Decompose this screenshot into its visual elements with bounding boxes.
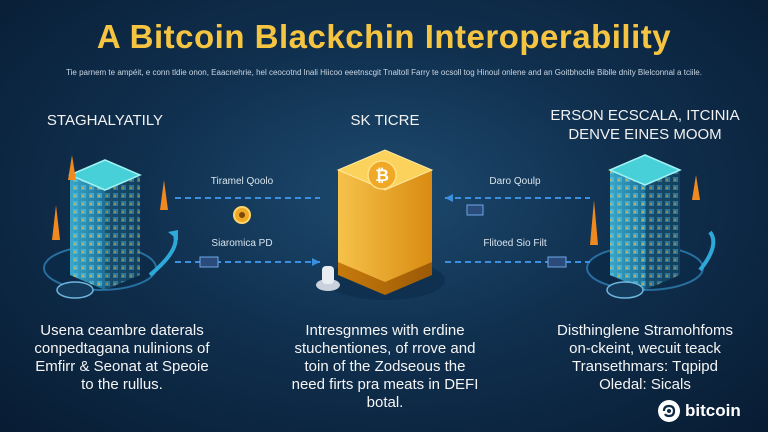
- right-column-heading: ERSON ECSCALA, ITCINIA DENVE EINES MOOM: [530, 106, 760, 144]
- flow-connectors: [175, 194, 590, 268]
- bitcoin-logo: bitcoin: [658, 398, 741, 424]
- center-desc-line: toin of the Zodseous the: [304, 358, 466, 375]
- center-bitcoin-tower: ₿: [316, 149, 445, 300]
- right-desc-line: Disthinglene Stramohfoms: [557, 322, 733, 339]
- flow-label-left-top: Tiramel Qoolo: [210, 176, 274, 187]
- center-desc-line: Intresgnmes with erdine: [305, 322, 465, 339]
- left-blockchain-tower: [43, 155, 178, 299]
- flow-label-left-bottom: Siaromica PD: [211, 238, 273, 249]
- right-heading-line-1: ERSON ECSCALA, ITCINIA: [550, 107, 740, 124]
- flow-label-right-bottom: Flitoed Sio Filt: [483, 238, 547, 249]
- left-desc-line: Usena ceambre daterals: [40, 322, 204, 339]
- right-heading-line-2: DENVE EINES MOOM: [568, 126, 722, 143]
- center-heading-line: SK TICRE: [350, 112, 420, 129]
- right-column-description: Disthinglene Stramohfoms on-ckeint, wecu…: [540, 322, 750, 394]
- center-desc-line: stuchentiones, of rrove and: [294, 340, 476, 357]
- right-desc-line: on-ckeint, wecuit teack: [569, 340, 721, 357]
- right-blockchain-tower: [586, 154, 716, 299]
- left-desc-line: to the rullus.: [81, 376, 163, 393]
- flow-label-right-top: Daro Qoulp: [489, 176, 541, 187]
- bitcoin-icon: [658, 400, 680, 422]
- right-desc-line: Transethmars: Tqpipd: [572, 358, 718, 375]
- center-desc-line: need firts pra meats in DEFI: [291, 376, 479, 393]
- left-desc-line: Emfirr & Seonat at Speoie: [35, 358, 209, 375]
- page-subtitle: Tie parnem te ampéit, e conn tldie onon,…: [66, 68, 702, 77]
- logo-text: bitcoin: [685, 401, 741, 420]
- center-column-description: Intresgnmes with erdine stuchentiones, o…: [285, 322, 485, 412]
- center-column-heading: SK TICRE: [320, 112, 450, 129]
- page-title: A Bitcoin Blackchin Interoperability: [96, 18, 672, 55]
- left-desc-line: conpedtagana nulinions of: [34, 340, 210, 357]
- right-desc-line: Oledal: Sicals: [599, 376, 691, 393]
- left-column-heading: STAGHALYATILY: [25, 112, 185, 129]
- center-desc-line: botal.: [366, 394, 404, 411]
- left-heading-line: STAGHALYATILY: [46, 112, 164, 129]
- left-column-description: Usena ceambre daterals conpedtagana nuli…: [12, 322, 232, 394]
- svg-text:₿: ₿: [375, 166, 389, 186]
